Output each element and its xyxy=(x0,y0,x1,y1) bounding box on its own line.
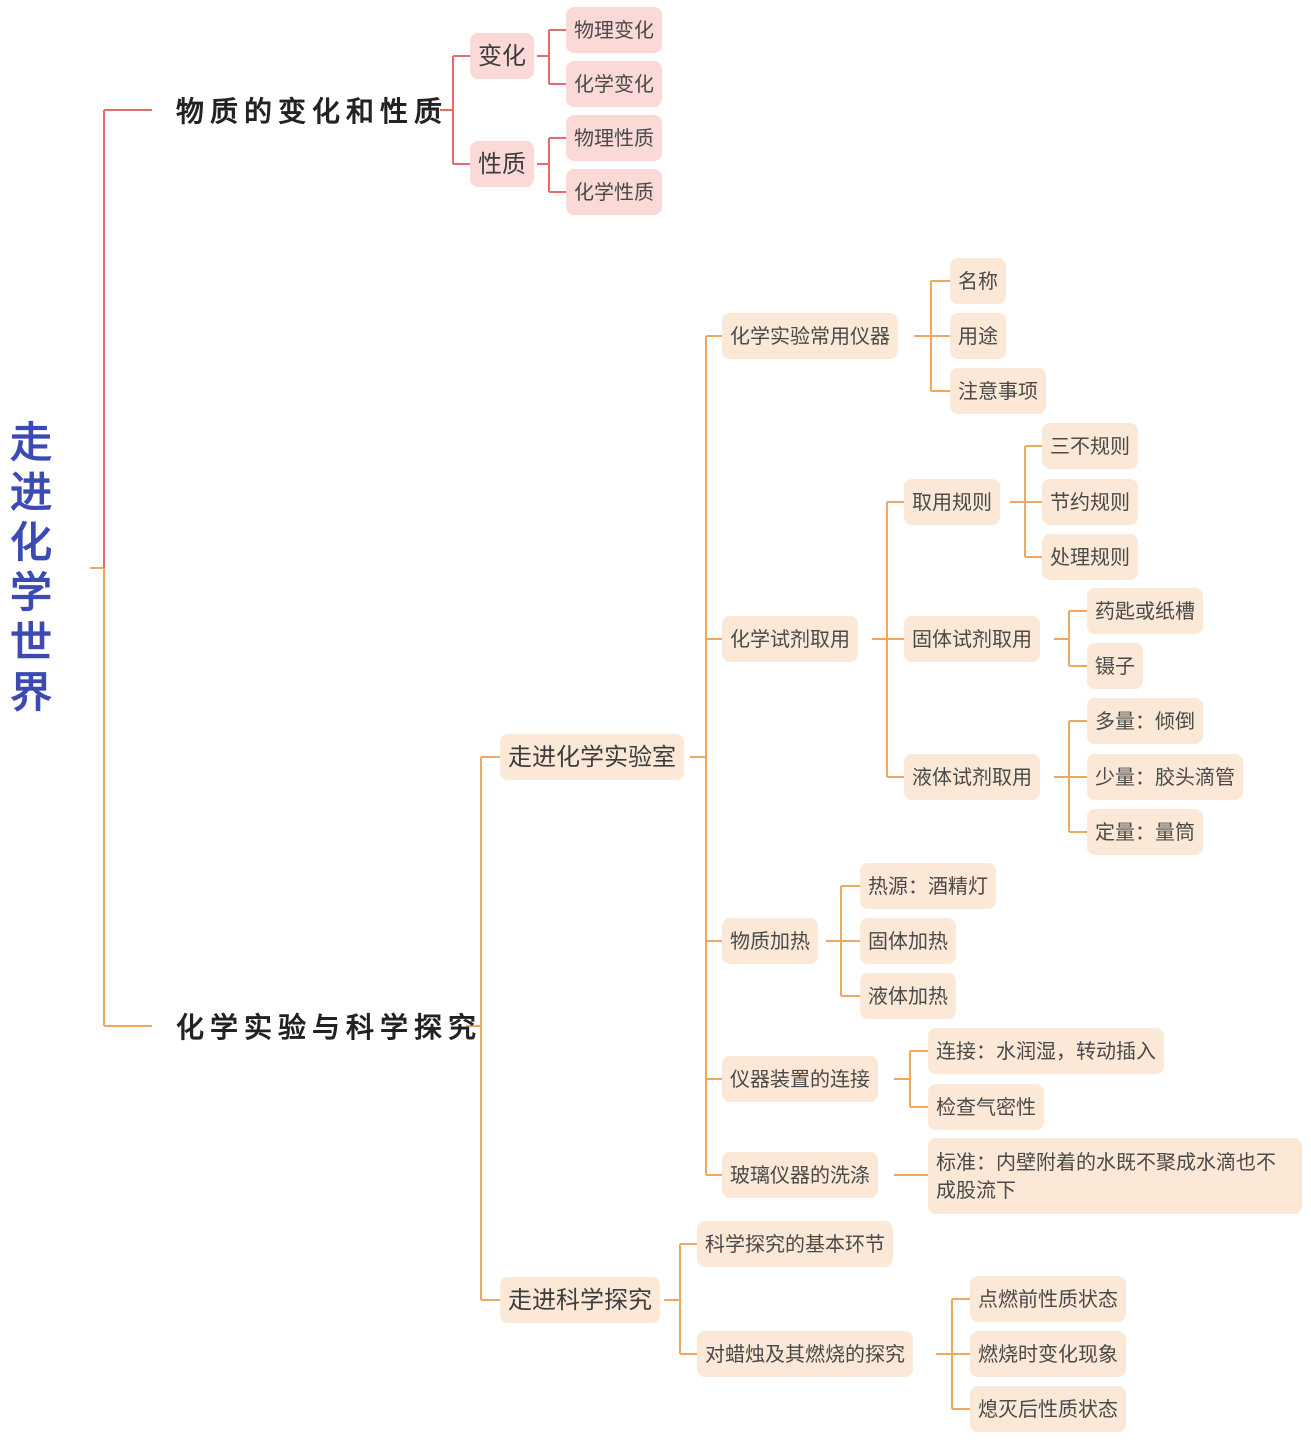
leaf-use: 用途 xyxy=(950,313,1006,359)
leaf-washing-standard: 标准：内壁附着的水既不聚成水滴也不成股流下 xyxy=(928,1138,1302,1214)
node-enter-inquiry: 走进科学探究 xyxy=(500,1277,660,1323)
node-washing: 玻璃仪器的洗涤 xyxy=(722,1152,878,1198)
leaf-airtightness: 检查气密性 xyxy=(928,1084,1044,1130)
leaf-during-burning: 燃烧时变化现象 xyxy=(970,1331,1126,1377)
node-rules: 取用规则 xyxy=(904,479,1000,525)
leaf-chemical-property: 化学性质 xyxy=(566,169,662,215)
node-basic-steps: 科学探究的基本环节 xyxy=(697,1221,893,1267)
node-connection: 仪器装置的连接 xyxy=(722,1056,878,1102)
node-heating: 物质加热 xyxy=(722,918,818,964)
leaf-before-burning: 点燃前性质状态 xyxy=(970,1276,1126,1322)
leaf-connect-method: 连接：水润湿，转动插入 xyxy=(928,1028,1164,1074)
leaf-pour: 多量：倾倒 xyxy=(1087,698,1203,744)
branch-changes-properties: 物质的变化和性质 xyxy=(176,95,449,128)
leaf-cylinder: 定量：量筒 xyxy=(1087,809,1203,855)
branch-experiment-inquiry: 化学实验与科学探究 xyxy=(176,1011,483,1044)
leaf-solid-heating: 固体加热 xyxy=(860,918,956,964)
node-reagents: 化学试剂取用 xyxy=(722,616,858,662)
node-solid-reagent: 固体试剂取用 xyxy=(904,616,1040,662)
leaf-chemical-change: 化学变化 xyxy=(566,61,662,107)
leaf-liquid-heating: 液体加热 xyxy=(860,973,956,1019)
leaf-tweezers: 镊子 xyxy=(1087,643,1143,689)
leaf-three-no-rule: 三不规则 xyxy=(1042,423,1138,469)
node-change: 变化 xyxy=(470,33,534,79)
leaf-physical-change: 物理变化 xyxy=(566,7,662,53)
leaf-disposal-rule: 处理规则 xyxy=(1042,534,1138,580)
leaf-physical-property: 物理性质 xyxy=(566,115,662,161)
leaf-spoon-paper: 药匙或纸槽 xyxy=(1087,588,1203,634)
leaf-name: 名称 xyxy=(950,258,1006,304)
node-liquid-reagent: 液体试剂取用 xyxy=(904,754,1040,800)
node-enter-lab: 走进化学实验室 xyxy=(500,734,684,780)
leaf-after-extinguish: 熄灭后性质状态 xyxy=(970,1386,1126,1432)
node-property: 性质 xyxy=(470,141,534,187)
node-instruments: 化学实验常用仪器 xyxy=(722,313,898,359)
node-candle-inquiry: 对蜡烛及其燃烧的探究 xyxy=(697,1331,913,1377)
leaf-saving-rule: 节约规则 xyxy=(1042,479,1138,525)
leaf-dropper: 少量：胶头滴管 xyxy=(1087,754,1243,800)
leaf-precautions: 注意事项 xyxy=(950,368,1046,414)
root-topic: 走进化学世界 xyxy=(9,418,52,717)
leaf-heat-source: 热源：酒精灯 xyxy=(860,863,996,909)
